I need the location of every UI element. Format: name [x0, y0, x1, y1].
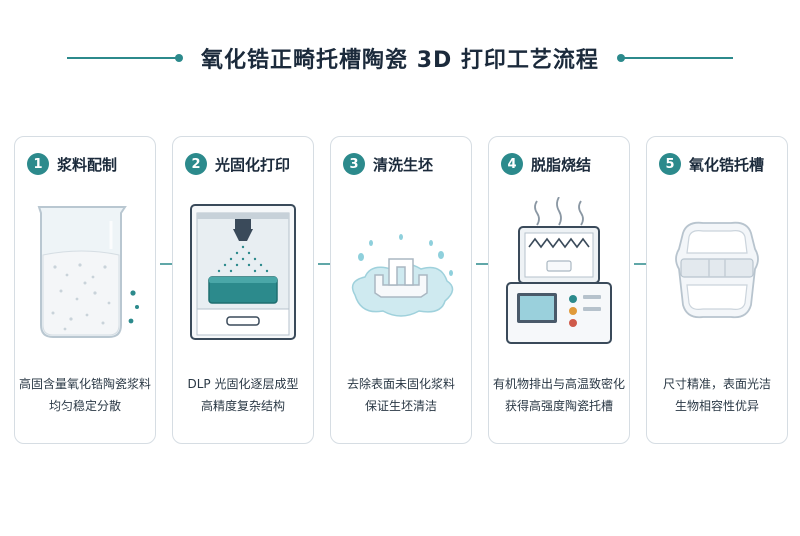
step-description: 去除表面未固化浆料 保证生坯清洁 [335, 373, 467, 417]
step-title: 氧化锆托槽 [689, 155, 765, 174]
step-desc-line: 去除表面未固化浆料 [346, 377, 455, 391]
step-card-4: 4 脱脂烧结 有机物排出与高温致密化 获得高强度陶瓷托槽 [488, 136, 630, 444]
step-number-badge: 4 [501, 153, 523, 175]
step-number-badge: 3 [343, 153, 365, 175]
step-desc-line: 有机物排出与高温致密化 [493, 377, 626, 391]
step-description: DLP 光固化逐层成型 高精度复杂结构 [177, 373, 309, 417]
ceramic-bracket-icon [675, 221, 759, 319]
washing-green-body-icon [351, 234, 454, 317]
step-desc-line: 均匀稳定分散 [48, 399, 121, 413]
step-header: 3 清洗生坯 [343, 153, 433, 175]
step-desc-line: 保证生坯清洁 [364, 399, 437, 413]
step-desc-line: 生物相容性优异 [674, 399, 759, 413]
sintering-furnace-icon [506, 197, 612, 344]
step-header: 5 氧化锆托槽 [659, 153, 764, 175]
step-description: 尺寸精准，表面光洁 生物相容性优异 [651, 373, 783, 417]
page-title: 氧化锆正畸托槽陶瓷 3D 打印工艺流程 [201, 48, 599, 73]
step-card-2: 2 光固化打印 DLP 光固化逐层成型 高精度复杂结构 [172, 136, 314, 444]
step-description: 高固含量氧化锆陶瓷浆料 均匀稳定分散 [19, 373, 151, 417]
step-card-1: 1 浆料配制 高固含量氧化锆陶瓷浆料 均匀稳定分散 [14, 136, 156, 444]
step-desc-line: 高精度复杂结构 [200, 399, 285, 413]
step-title: 浆料配制 [57, 155, 118, 174]
step-desc-line: 尺寸精准，表面光洁 [662, 377, 771, 391]
step-title: 脱脂烧结 [531, 155, 592, 174]
step-description: 有机物排出与高温致密化 获得高强度陶瓷托槽 [493, 373, 625, 417]
step-number-badge: 2 [185, 153, 207, 175]
beaker-slurry-icon [37, 206, 139, 338]
process-steps: 1 浆料配制 高固含量氧化锆陶瓷浆料 均匀稳定分散 [14, 136, 788, 444]
step-number-badge: 1 [27, 153, 49, 175]
title-row: 氧化锆正畸托槽陶瓷 3D 打印工艺流程 [0, 40, 800, 76]
step-header: 1 浆料配制 [27, 153, 117, 175]
step-header: 4 脱脂烧结 [501, 153, 591, 175]
step-header: 2 光固化打印 [185, 153, 290, 175]
dlp-printer-icon [190, 204, 296, 340]
step-card-5: 5 氧化锆托槽 尺寸精准，表面光洁 生物相容性优异 [646, 136, 788, 444]
step-title: 光固化打印 [215, 155, 291, 174]
step-number-badge: 5 [659, 153, 681, 175]
step-desc-line: 获得高强度陶瓷托槽 [504, 399, 613, 413]
title-decor-left [67, 54, 184, 62]
step-title: 清洗生坯 [373, 155, 434, 174]
step-desc-line: 高固含量氧化锆陶瓷浆料 [19, 377, 152, 391]
step-desc-line: DLP 光固化逐层成型 [187, 377, 299, 391]
title-decor-right [616, 54, 733, 62]
step-card-3: 3 清洗生坯 去除表面未固化浆料 保证生坯清洁 [330, 136, 472, 444]
